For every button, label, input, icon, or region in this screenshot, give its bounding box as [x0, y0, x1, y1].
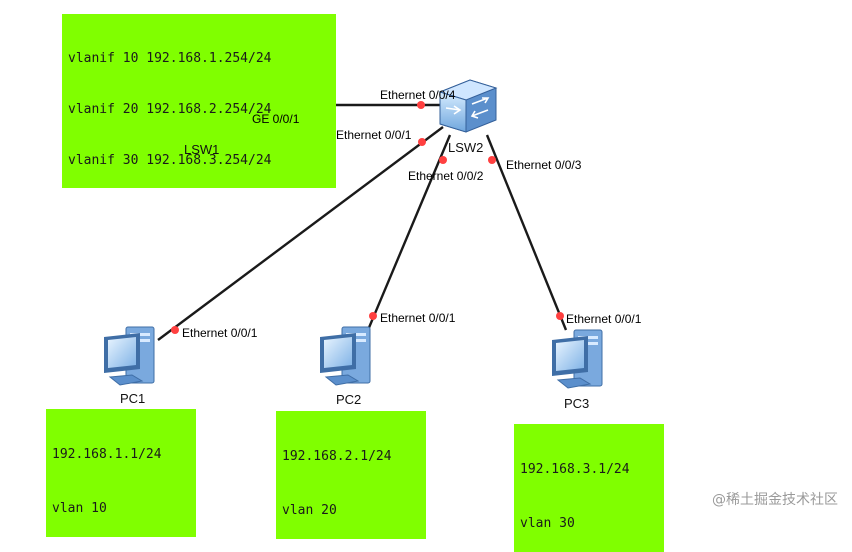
- port-dot-lsw2-e4: [417, 101, 425, 109]
- pc1-label: PC1: [120, 391, 146, 406]
- lsw1-label: LSW1: [184, 142, 220, 157]
- lsw1-config-note: vlanif 10 192.168.1.254/24 vlanif 20 192…: [62, 14, 336, 188]
- port-label-lsw2-e1: Ethernet 0/0/1: [336, 128, 412, 142]
- port-label-lsw1-ge: GE 0/0/1: [252, 112, 300, 126]
- port-dot-pc3: [556, 312, 564, 320]
- link-lsw2-pc2[interactable]: [366, 134, 452, 331]
- port-dot-pc2: [369, 312, 377, 320]
- pc3-icon[interactable]: [552, 329, 603, 389]
- port-label-pc1: Ethernet 0/0/1: [182, 326, 258, 340]
- lsw1-config-line: vlanif 30 192.168.3.254/24: [68, 153, 272, 168]
- port-label-lsw2-e3: Ethernet 0/0/3: [506, 158, 582, 172]
- port-label-lsw2-e4: Ethernet 0/0/4: [380, 88, 456, 102]
- pc2-ip: 192.168.2.1/24: [282, 449, 392, 464]
- pc3-config-note: 192.168.3.1/24 vlan 30: [514, 424, 664, 552]
- pc3-ip: 192.168.3.1/24: [520, 462, 630, 477]
- pc1-vlan: vlan 10: [52, 501, 107, 516]
- pc1-config-note: 192.168.1.1/24 vlan 10: [46, 409, 196, 537]
- link-lsw2-pc3[interactable]: [485, 134, 568, 331]
- port-dot-lsw2-e3: [488, 156, 496, 164]
- port-label-pc3: Ethernet 0/0/1: [566, 312, 642, 326]
- pc1-ip: 192.168.1.1/24: [52, 447, 162, 462]
- pc3-vlan: vlan 30: [520, 516, 575, 531]
- pc2-label: PC2: [336, 392, 362, 407]
- port-label-lsw2-e2: Ethernet 0/0/2: [408, 169, 484, 183]
- pc1-icon[interactable]: [104, 326, 155, 386]
- port-dot-lsw2-e1: [418, 138, 426, 146]
- links: [157, 103, 568, 341]
- link-lsw2-pc1[interactable]: [157, 126, 444, 341]
- lsw2-icon[interactable]: [438, 79, 498, 133]
- pc2-vlan: vlan 20: [282, 503, 337, 518]
- port-dot-lsw2-e2: [439, 156, 447, 164]
- lsw1-config-line: vlanif 20 192.168.2.254/24: [68, 102, 272, 117]
- pc2-config-note: 192.168.2.1/24 vlan 20: [276, 411, 426, 539]
- lsw2-label: LSW2: [448, 140, 484, 155]
- port-label-pc2: Ethernet 0/0/1: [380, 311, 456, 325]
- port-dot-pc1: [171, 326, 179, 334]
- lsw1-config-line: vlanif 10 192.168.1.254/24: [68, 51, 272, 66]
- pc3-label: PC3: [564, 396, 590, 411]
- pc2-icon[interactable]: [320, 326, 371, 386]
- watermark: @稀土掘金技术社区: [712, 492, 838, 508]
